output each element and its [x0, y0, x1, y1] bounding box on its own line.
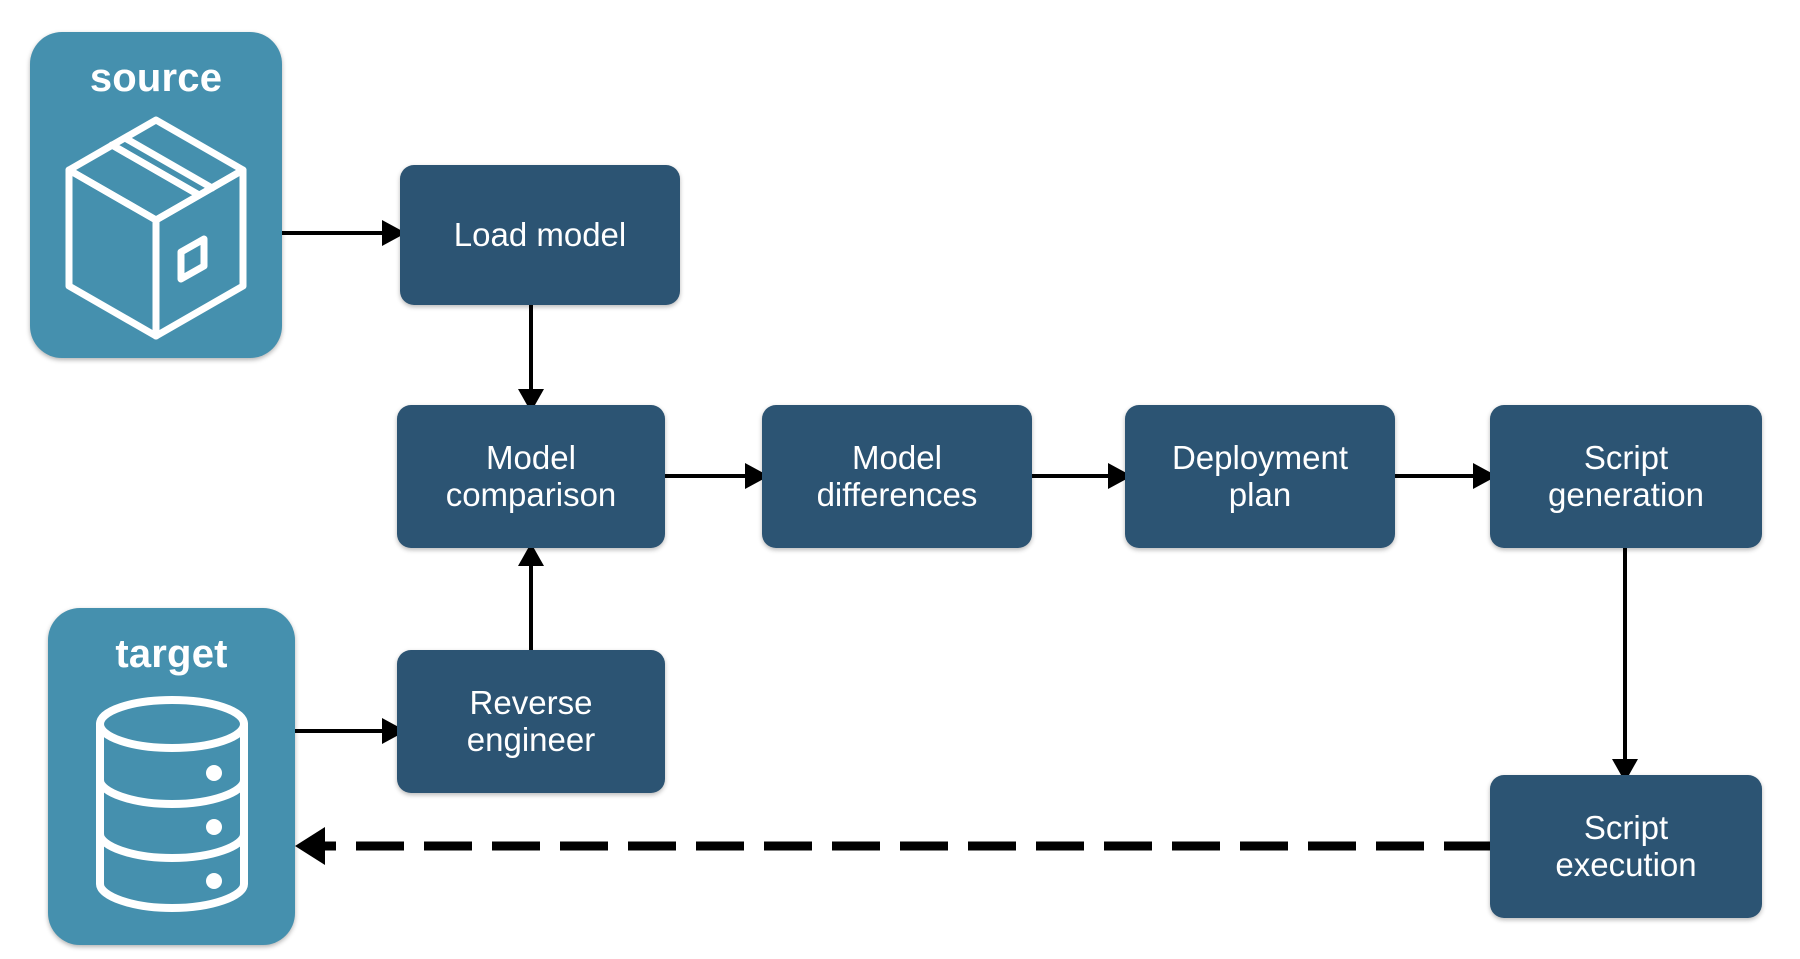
endpoint-label-source: source	[89, 56, 223, 100]
connector-script-execution-to-target	[295, 827, 1492, 865]
connector-target-to-reverse-engineer	[293, 718, 406, 744]
connector-deployment-plan-to-script-generation	[1393, 463, 1497, 489]
database-cylinder-icon	[95, 696, 248, 912]
connector-load-model-to-model-comparison	[518, 303, 544, 412]
connector-model-differences-to-deployment-plan	[1030, 463, 1132, 489]
endpoint-label-target: target	[115, 632, 228, 676]
endpoint-node-source[interactable]: source	[30, 32, 282, 358]
process-node-script-execution[interactable]: Script execution	[1490, 775, 1762, 918]
connector-script-generation-to-script-execution	[1612, 546, 1638, 782]
process-node-model-comparison[interactable]: Model comparison	[397, 405, 665, 548]
process-node-model-differences[interactable]: Model differences	[762, 405, 1032, 548]
process-node-load-model[interactable]: Load model	[400, 165, 680, 305]
process-node-script-generation[interactable]: Script generation	[1490, 405, 1762, 548]
package-box-icon	[65, 116, 247, 340]
connector-reverse-engineer-to-model-comparison	[518, 543, 544, 652]
process-node-deployment-plan[interactable]: Deployment plan	[1125, 405, 1395, 548]
process-node-reverse-engineer[interactable]: Reverse engineer	[397, 650, 665, 793]
endpoint-node-target[interactable]: target	[48, 608, 295, 945]
connector-source-to-load-model	[278, 220, 406, 246]
connector-model-comparison-to-model-differences	[663, 463, 769, 489]
